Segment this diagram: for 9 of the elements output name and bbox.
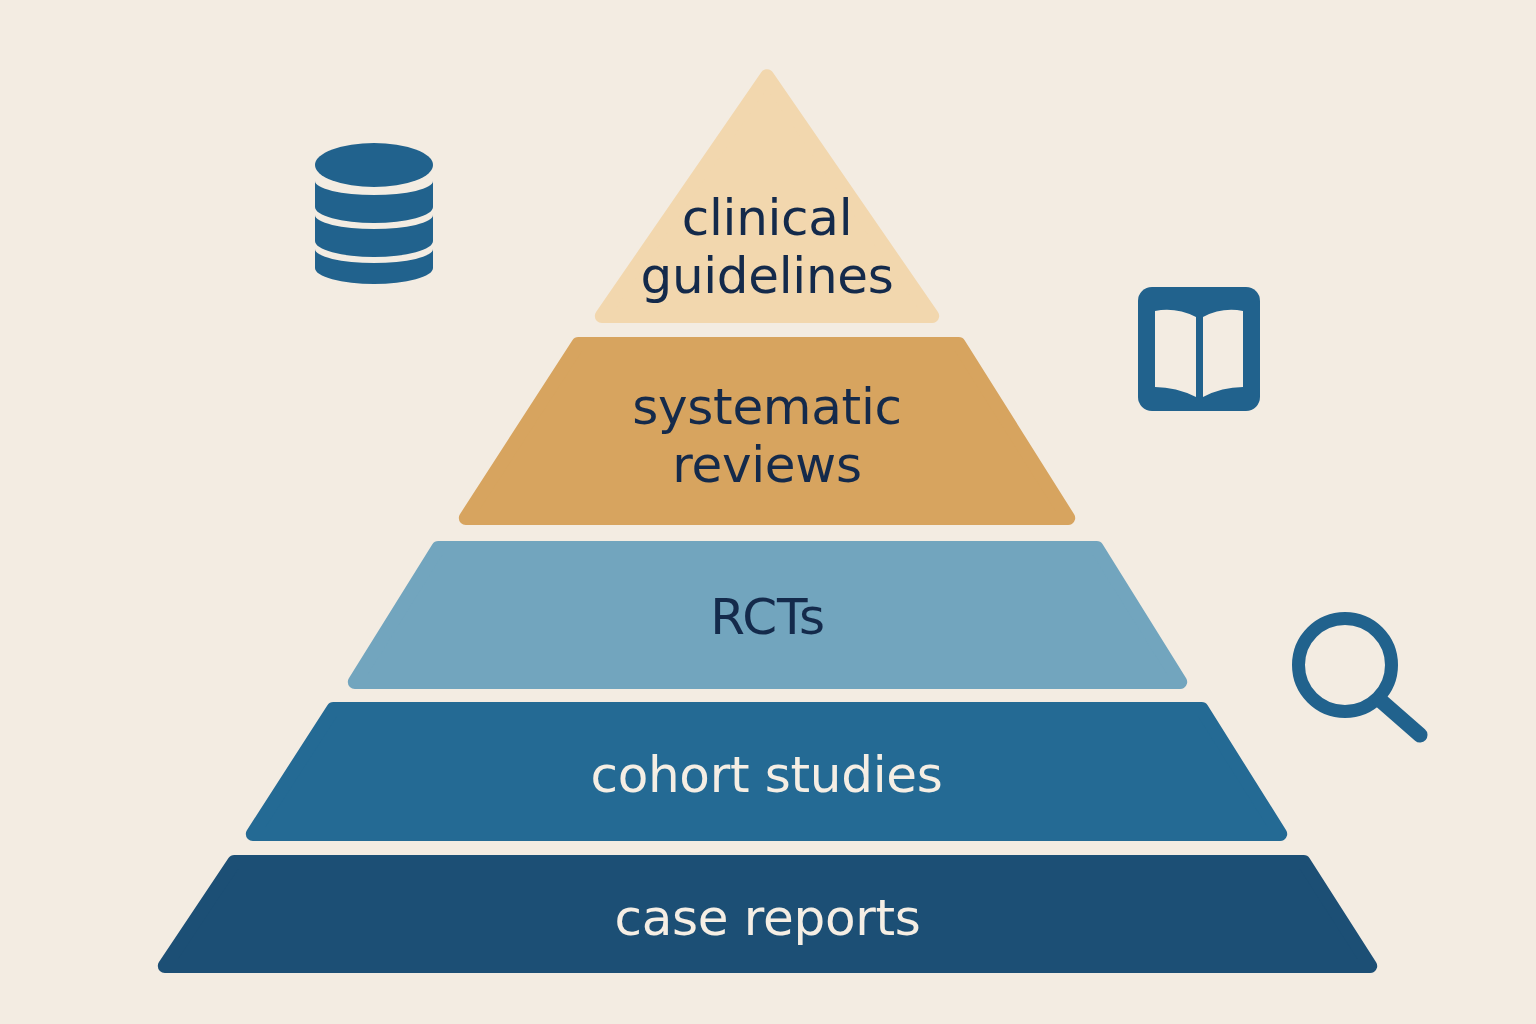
tier-label: RCTs bbox=[710, 588, 825, 646]
tier-label: cohort studies bbox=[590, 746, 943, 804]
pyramid-tier bbox=[243, 702, 1290, 841]
tier-label: clinical guidelines bbox=[640, 189, 894, 305]
pyramid-tier bbox=[155, 855, 1380, 973]
pyramid-tier bbox=[456, 337, 1078, 525]
tier-label: systematic reviews bbox=[632, 378, 902, 494]
pyramid-tier bbox=[345, 541, 1190, 689]
tier-label: case reports bbox=[614, 889, 921, 947]
